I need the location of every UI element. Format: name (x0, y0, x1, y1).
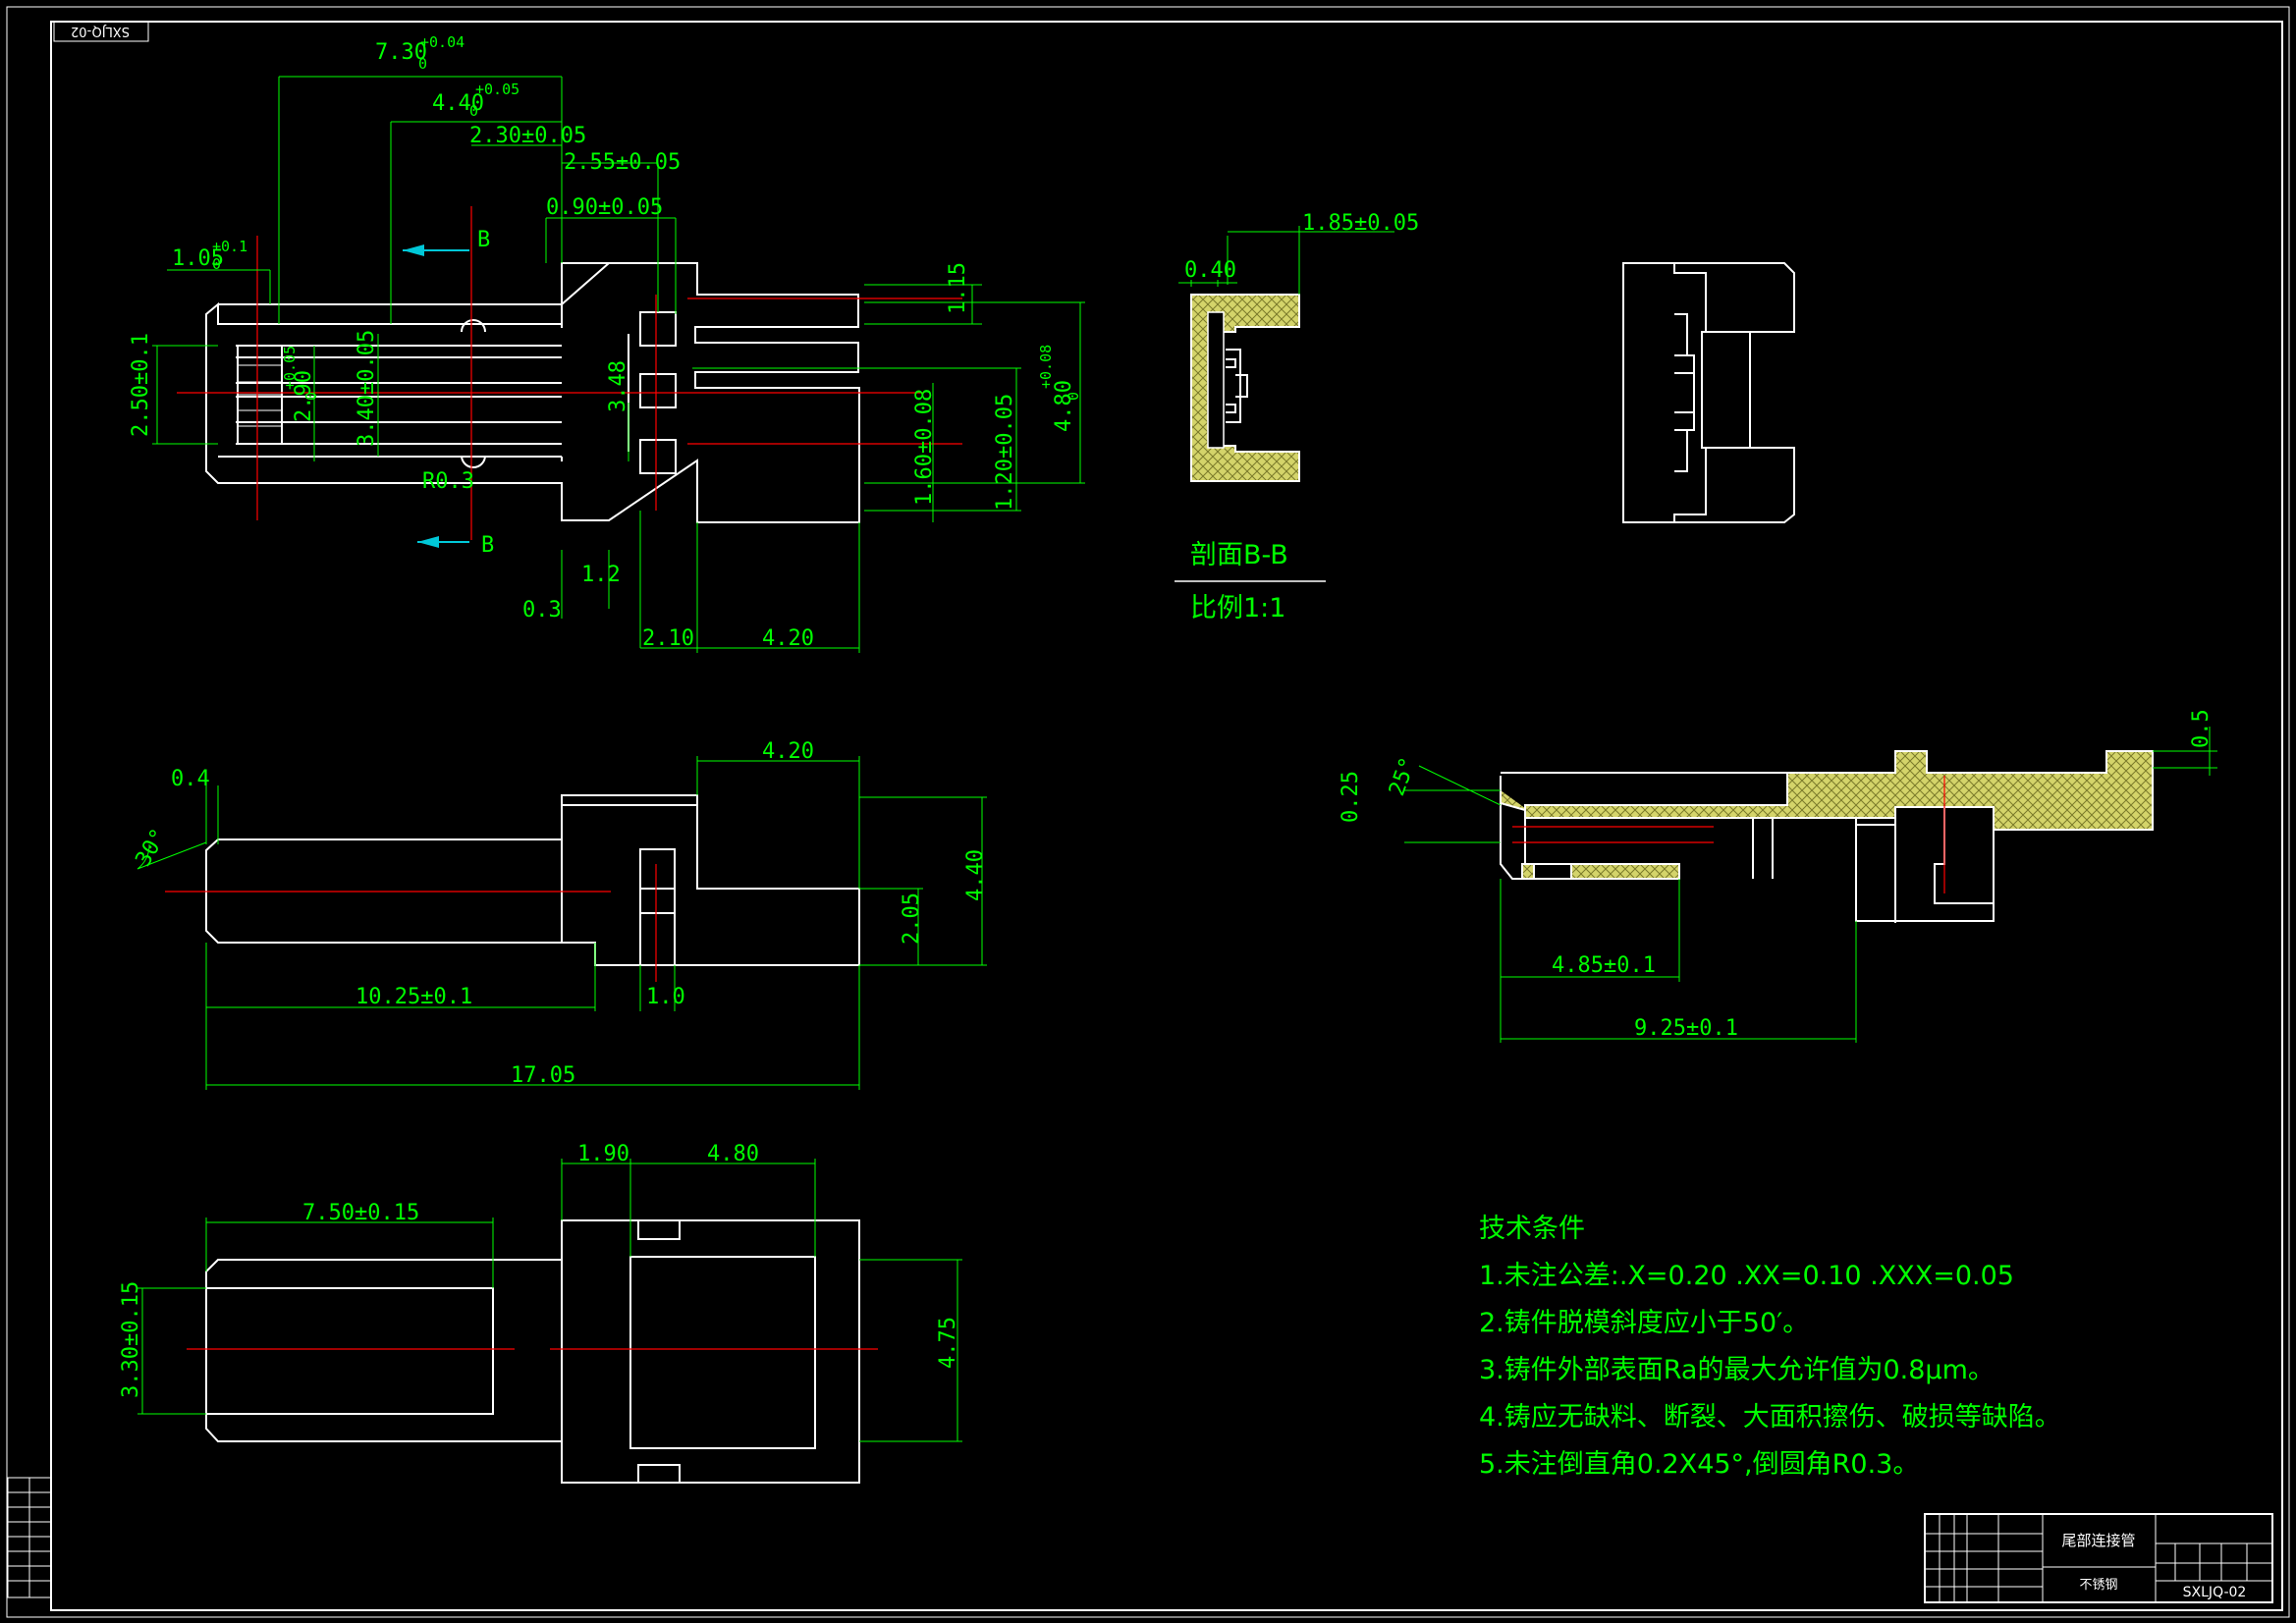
dim-0-3: 0.3 (522, 598, 562, 622)
dim-0-40: 0.40 (1184, 258, 1236, 283)
end-view (1622, 262, 1795, 523)
dim-1-90: 1.90 (577, 1142, 629, 1166)
dim-1-2: 1.2 (581, 563, 621, 587)
section-mark-bottom: B (481, 533, 494, 558)
section-mark-top: B (477, 228, 490, 252)
dim-25deg: 25° (1385, 754, 1421, 799)
long-section: 0.25 25° 0.5 4.85±0.1 9.25±0.1 (1339, 709, 2217, 1043)
dim-4-40: 4.40 (432, 91, 484, 116)
dim-2-90-upper: +0.05 (281, 346, 299, 390)
dim-4-80: 4.80 (1052, 380, 1076, 432)
dim-7-30-upper: +0.04 (420, 33, 465, 51)
dim-10-25: 10.25±0.1 (355, 985, 472, 1009)
dim-1-05-lower: 0 (212, 255, 221, 273)
dim-2-50: 2.50±0.1 (129, 333, 153, 437)
dim-4-85: 4.85±0.1 (1552, 953, 1656, 978)
dim-2-30: 2.30±0.05 (469, 124, 586, 148)
dim-9-25: 9.25±0.1 (1634, 1016, 1738, 1041)
tech-note-4: 4.铸应无缺料、断裂、大面积擦伤、破损等缺陷。 (1479, 1402, 2061, 1433)
dim-2-90-lower: 0 (302, 392, 320, 401)
tech-notes-title: 技术条件 (1479, 1214, 1585, 1244)
dim-1-05: 1.05 (172, 246, 224, 271)
section-b-b: 1.85±0.05 0.40 剖面B-B 比例1:1 (1175, 211, 1419, 623)
dim-2-90: 2.90 (292, 370, 316, 422)
code-box (53, 21, 149, 42)
dim-7-30-lower: 0 (418, 55, 427, 73)
dim-7-50: 7.50±0.15 (302, 1201, 419, 1225)
dim-4-40: 4.40 (963, 849, 988, 901)
tech-note-2: 2.铸件脱模斜度应小于50′。 (1479, 1308, 1809, 1338)
dim-r0-3: R0.3 (422, 469, 474, 494)
bottom-view: 1.90 4.80 7.50±0.15 3.30±0.15 4.75 (119, 1142, 962, 1484)
tech-note-1: 1.未注公差:.X=0.20 .XX=0.10 .XXX=0.05 (1479, 1261, 2014, 1291)
dim-0-4: 0.4 (171, 767, 210, 791)
tech-note-3: 3.铸件外部表面Ra的最大允许值为0.8μm。 (1479, 1355, 1995, 1385)
dim-17-05: 17.05 (511, 1063, 575, 1088)
dim-3-30: 3.30±0.15 (119, 1281, 143, 1398)
dim-30deg: 30° (132, 825, 173, 871)
dim-2-10: 2.10 (642, 626, 694, 651)
tech-note-5: 5.未注倒直角0.2X45°,倒圆角R0.3。 (1479, 1449, 1919, 1480)
left-revision-strip (7, 1477, 52, 1598)
dim-4-20-top: 4.20 (762, 626, 814, 651)
code-box-text: SXLJQ-02 (71, 24, 130, 38)
top-view: B B 7.30 +0.04 0 4.40 +0.05 0 2.30±0.05 … (129, 33, 1085, 653)
dim-3-40: 3.40±0.05 (355, 330, 379, 447)
dim-4-80-upper: +0.08 (1037, 345, 1055, 389)
dim-1-15: 1.15 (946, 262, 970, 314)
dim-2-05: 2.05 (900, 893, 924, 945)
outer-frame (6, 6, 2290, 1618)
drawing-no: SXLJQ-02 (2183, 1585, 2247, 1600)
title-block: 尾部连接管 不锈钢 SXLJQ-02 (1924, 1513, 2273, 1603)
inner-frame (50, 21, 2283, 1611)
dim-4-75: 4.75 (936, 1317, 960, 1369)
dim-1-05-upper: +0.1 (212, 238, 247, 255)
dim-1-60: 1.60±0.08 (912, 389, 937, 506)
side-view: 0.4 30° 4.20 4.40 2.05 10.25±0.1 1.0 17.… (132, 739, 988, 1090)
dim-4-20-side: 4.20 (762, 739, 814, 764)
dim-1-0: 1.0 (646, 985, 685, 1009)
dim-4-80-lower: 0 (1065, 392, 1082, 401)
dim-4-40-upper: +0.05 (475, 81, 519, 98)
section-scale: 比例1:1 (1190, 593, 1285, 623)
dim-0-5: 0.5 (2189, 709, 2214, 748)
material: 不锈钢 (2079, 1578, 2117, 1593)
dim-4-40-lower: 0 (469, 102, 478, 120)
dim-3-48: 3.48 (606, 360, 630, 412)
dim-4-80-bottom: 4.80 (707, 1142, 759, 1166)
dim-1-20: 1.20±0.05 (993, 394, 1017, 511)
dim-7-30: 7.30 (375, 40, 427, 65)
dim-2-55: 2.55±0.05 (564, 150, 681, 175)
dim-1-85: 1.85±0.05 (1302, 211, 1419, 236)
dim-0-90: 0.90±0.05 (546, 195, 663, 220)
dim-0-25: 0.25 (1339, 771, 1363, 823)
part-name: 尾部连接管 (2061, 1532, 2135, 1549)
tech-notes: 技术条件 1.未注公差:.X=0.20 .XX=0.10 .XXX=0.05 2… (1479, 1214, 2061, 1480)
section-title: 剖面B-B (1190, 540, 1288, 570)
